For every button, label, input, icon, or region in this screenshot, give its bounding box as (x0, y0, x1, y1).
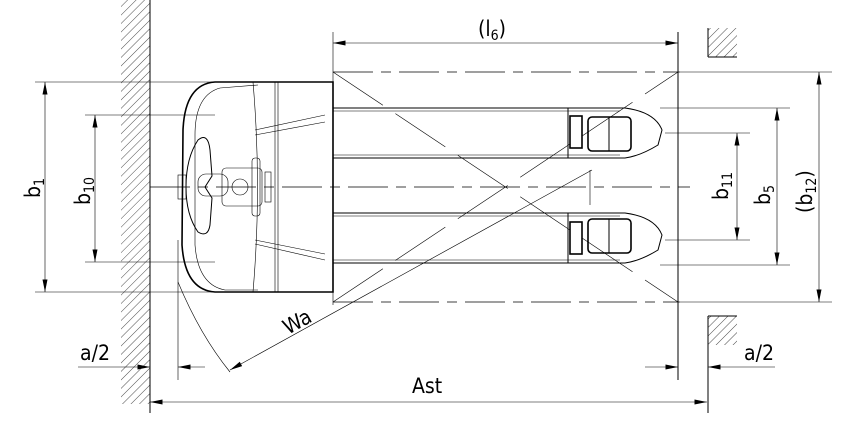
right-wall-top (707, 28, 737, 58)
dim-b1: b1 (21, 82, 48, 292)
svg-text:b10: b10 (71, 177, 98, 205)
dim-l6: (l6) (333, 17, 678, 46)
extension-lines (35, 81, 790, 380)
dim-a2-left: a/2 (78, 341, 205, 370)
svg-text:(b12): (b12) (793, 170, 820, 213)
left-wall (121, 0, 151, 413)
fork-bottom (333, 212, 663, 264)
dim-ast: Ast (150, 374, 707, 405)
dim-b10: b10 (71, 115, 98, 262)
svg-text:Ast: Ast (412, 374, 442, 398)
svg-text:a/2: a/2 (744, 341, 774, 365)
dim-b5: b5 (751, 108, 780, 265)
dim-a2-right: a/2 (645, 341, 775, 370)
svg-text:a/2: a/2 (80, 341, 110, 365)
truck-body (177, 81, 334, 293)
svg-text:b1: b1 (21, 178, 48, 198)
svg-text:b11: b11 (709, 172, 736, 200)
dim-b11: b11 (709, 133, 740, 240)
svg-text:Wa: Wa (279, 304, 316, 339)
svg-text:(l6): (l6) (478, 17, 506, 44)
dim-wa: Wa (177, 169, 593, 373)
fork-top (333, 107, 663, 159)
dim-b12: (b12) (793, 72, 822, 302)
load-envelope (150, 32, 832, 380)
right-wall-bottom (707, 315, 737, 413)
svg-text:b5: b5 (751, 185, 778, 205)
